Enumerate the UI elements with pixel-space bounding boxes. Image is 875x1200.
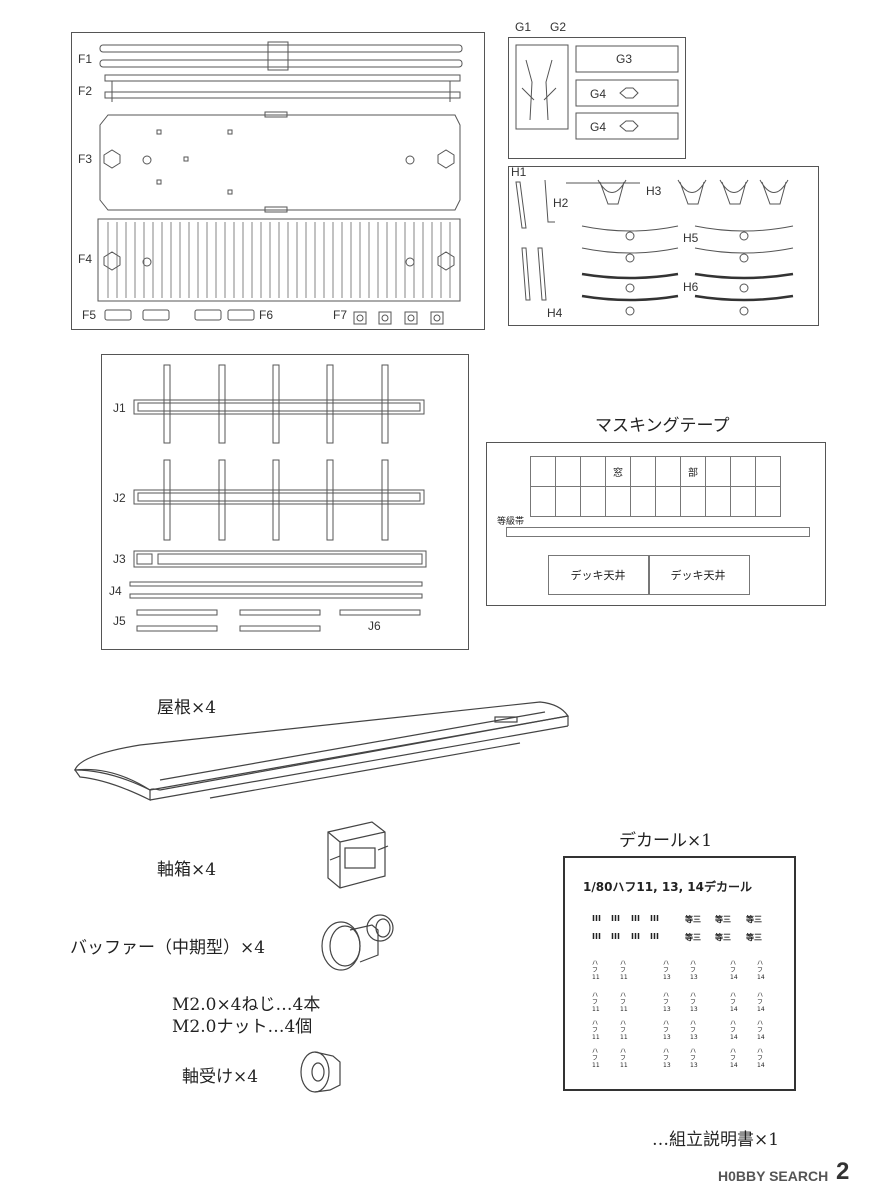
stripe-mark: III xyxy=(631,914,640,923)
label-h3: H3 xyxy=(646,184,662,198)
decal-sheet-title: 1/80ハフ11, 13, 14デカール xyxy=(583,880,753,894)
sprue-h-panel xyxy=(508,166,819,326)
label-g4a: G4 xyxy=(590,87,607,101)
class-mark: 等三 xyxy=(685,915,701,924)
hobby-search-watermark: H0BBY SEARCH xyxy=(718,1168,829,1184)
car-name-mark: ハフ14 xyxy=(757,960,765,981)
car-name-mark: ハフ11 xyxy=(620,960,628,981)
car-name-mark: ハフ11 xyxy=(620,992,628,1013)
sprue-j-panel xyxy=(101,354,469,650)
car-name-mark: ハフ13 xyxy=(690,1048,698,1069)
label-g1: G1 xyxy=(515,20,532,34)
decal-sheet xyxy=(563,856,796,1091)
stripe-mark: III xyxy=(650,932,659,941)
label-j1: J1 xyxy=(113,401,126,415)
label-j4: J4 xyxy=(109,584,122,598)
label-f3: F3 xyxy=(78,152,93,166)
label-j6: J6 xyxy=(368,619,381,633)
label-h5: H5 xyxy=(683,231,699,245)
label-h6: H6 xyxy=(683,280,699,294)
buffer-label: バッファー（中期型）×4 xyxy=(70,938,266,958)
label-f5: F5 xyxy=(82,308,97,322)
manual-label: …組立説明書×1 xyxy=(652,1130,780,1150)
car-name-mark: ハフ13 xyxy=(690,992,698,1013)
nut-label: M2.0ナット…4個 xyxy=(172,1017,313,1037)
car-name-mark: ハフ11 xyxy=(592,1020,600,1041)
car-name-mark: ハフ11 xyxy=(592,992,600,1013)
car-name-mark: ハフ11 xyxy=(620,1048,628,1069)
class-stripe-tape xyxy=(506,527,810,537)
car-name-mark: ハフ11 xyxy=(620,1020,628,1041)
class-stripe-label: 等級帯 xyxy=(497,517,525,527)
label-g4b: G4 xyxy=(590,120,607,134)
class-mark: 等三 xyxy=(746,933,762,942)
stripe-mark: III xyxy=(592,914,601,923)
bearing-label: 軸受け×4 xyxy=(182,1067,259,1087)
car-name-mark: ハフ11 xyxy=(592,1048,600,1069)
label-f6: F6 xyxy=(259,308,274,322)
stripe-mark: III xyxy=(592,932,601,941)
deck-ceiling-box-1 xyxy=(548,555,650,595)
section-label: 部 xyxy=(680,456,706,487)
label-f7: F7 xyxy=(333,308,348,322)
label-g3: G3 xyxy=(616,52,633,66)
car-name-mark: ハフ14 xyxy=(757,1020,765,1041)
car-name-mark: ハフ13 xyxy=(663,992,671,1013)
deck-ceiling-label-1: デッキ天井 xyxy=(570,569,626,582)
deck-ceiling-label-2: デッキ天井 xyxy=(670,569,726,582)
label-j2: J2 xyxy=(113,491,126,505)
stripe-mark: III xyxy=(611,932,620,941)
car-name-mark: ハフ14 xyxy=(757,1048,765,1069)
car-name-mark: ハフ13 xyxy=(690,960,698,981)
roof-label: 屋根×4 xyxy=(157,698,217,718)
stripe-mark: III xyxy=(611,914,620,923)
car-name-mark: ハフ11 xyxy=(592,960,600,981)
window-label: 窓 xyxy=(605,456,631,487)
car-name-mark: ハフ13 xyxy=(690,1020,698,1041)
sprue-f-panel xyxy=(71,32,485,330)
label-f2: F2 xyxy=(78,84,93,98)
axle-box-label: 軸箱×4 xyxy=(157,860,217,880)
class-mark: 等三 xyxy=(715,933,731,942)
page-number: 2 xyxy=(836,1158,850,1185)
label-f1: F1 xyxy=(78,52,93,66)
car-name-mark: ハフ13 xyxy=(663,960,671,981)
car-name-mark: ハフ14 xyxy=(730,960,738,981)
label-h1: H1 xyxy=(511,165,527,179)
masking-tape-title: マスキングテープ xyxy=(595,416,730,436)
decal-caption: デカール×1 xyxy=(619,831,713,851)
masking-tape-window-grid: 窓 部 xyxy=(530,456,781,517)
car-name-mark: ハフ14 xyxy=(730,992,738,1013)
screw-label: M2.0×4ねじ…4本 xyxy=(172,995,321,1015)
deck-ceiling-box-2 xyxy=(648,555,750,595)
label-g2: G2 xyxy=(550,20,567,34)
car-name-mark: ハフ14 xyxy=(757,992,765,1013)
class-mark: 等三 xyxy=(746,915,762,924)
label-f4: F4 xyxy=(78,252,93,266)
stripe-mark: III xyxy=(631,932,640,941)
label-j3: J3 xyxy=(113,552,126,566)
class-mark: 等三 xyxy=(685,933,701,942)
label-j5: J5 xyxy=(113,614,126,628)
car-name-mark: ハフ13 xyxy=(663,1020,671,1041)
car-name-mark: ハフ13 xyxy=(663,1048,671,1069)
label-h2: H2 xyxy=(553,196,569,210)
stripe-mark: III xyxy=(650,914,659,923)
car-name-mark: ハフ14 xyxy=(730,1048,738,1069)
car-name-mark: ハフ14 xyxy=(730,1020,738,1041)
label-h4: H4 xyxy=(547,306,563,320)
class-mark: 等三 xyxy=(715,915,731,924)
